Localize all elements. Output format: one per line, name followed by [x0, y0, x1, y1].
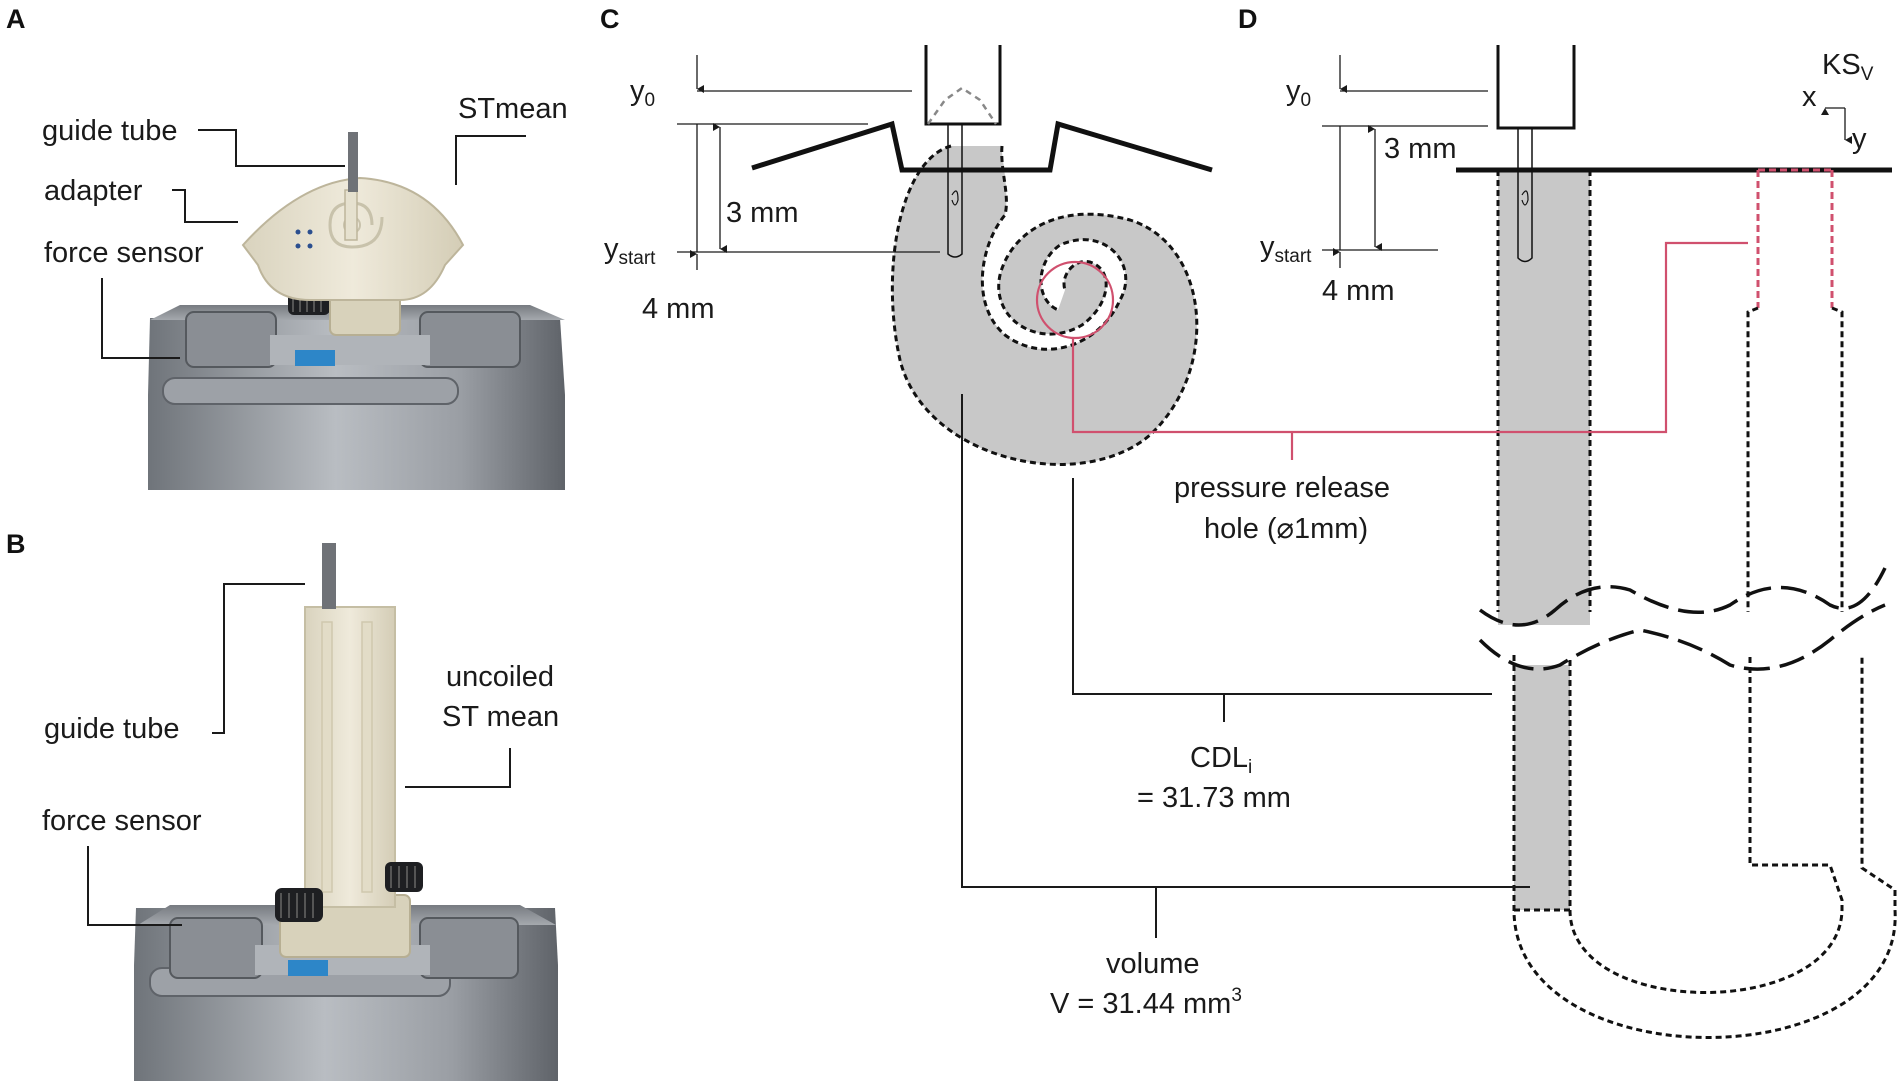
- label-d-axis-y: y: [1852, 123, 1867, 155]
- label-a-force-sensor: force sensor: [44, 237, 204, 269]
- leader-a-adapter: [172, 189, 238, 223]
- label-volume: volume: [1106, 948, 1200, 980]
- label-d-ks: KSV: [1822, 49, 1874, 85]
- photo-a: [148, 132, 565, 490]
- leader-b-guide-tube: [212, 583, 305, 734]
- panel-label-c: C: [600, 4, 620, 34]
- label-d-3mm: 3 mm: [1384, 133, 1457, 165]
- label-d-axis-x: x: [1802, 81, 1817, 113]
- label-pressure-release-1: pressure release: [1174, 472, 1390, 504]
- label-d-ystart: ystart: [1260, 231, 1312, 267]
- uncoiled-volume-lower: [1514, 665, 1570, 910]
- uncoiled-u-outer: [1512, 655, 1897, 1039]
- panel-label-b: B: [6, 529, 26, 559]
- uncoiled-u-inner: [1568, 655, 1844, 994]
- label-b-guide-tube: guide tube: [44, 713, 179, 745]
- label-b-force-sensor: force sensor: [42, 805, 202, 837]
- uncoiled-release-channel: [1756, 168, 1834, 308]
- label-c-ystart: ystart: [604, 233, 656, 269]
- uncoiled-electrode: [1517, 128, 1533, 263]
- leader-a-guide-tube: [198, 129, 345, 167]
- label-cdl: CDLi: [1190, 742, 1252, 778]
- leader-b-force-sensor: [87, 846, 182, 926]
- panel-label-a: A: [6, 4, 26, 34]
- label-b-uncoiled-2: ST mean: [442, 701, 559, 733]
- uncoiled-guide-tube: [1496, 45, 1576, 130]
- panel-label-d: D: [1238, 4, 1258, 34]
- coil-adapter-plate: [751, 120, 1213, 173]
- leader-cdl: [1072, 478, 1492, 695]
- leader-a-force-sensor: [101, 278, 180, 359]
- label-pressure-release-2: hole (⌀1mm): [1204, 513, 1368, 545]
- break-line-lower: [1478, 603, 1886, 671]
- coil-volume: [892, 146, 1197, 465]
- leader-b-uncoiled: [405, 748, 511, 788]
- photo-b: [134, 543, 558, 1081]
- coil-pressure-hole: [1035, 260, 1115, 340]
- break-line-upper: [1478, 567, 1887, 627]
- coil-outline-outer: [890, 144, 1199, 466]
- label-d-4mm: 4 mm: [1322, 275, 1395, 307]
- label-c-3mm: 3 mm: [726, 197, 799, 229]
- label-cdl-value: = 31.73 mm: [1137, 782, 1291, 814]
- label-c-y0: y0: [630, 75, 655, 111]
- label-d-y0: y0: [1286, 75, 1311, 111]
- leader-pressure-release: [1071, 241, 1748, 434]
- label-a-guide-tube: guide tube: [42, 115, 177, 147]
- label-a-adapter: adapter: [44, 175, 143, 207]
- label-b-uncoiled-1: uncoiled: [446, 661, 554, 693]
- label-volume-value: V = 31.44 mm3: [1050, 985, 1242, 1020]
- label-c-4mm: 4 mm: [642, 293, 715, 325]
- uncoiled-volume-upper: [1498, 170, 1590, 625]
- coil-guide-tube: [924, 45, 1002, 126]
- leader-volume: [961, 394, 1530, 888]
- leader-a-stmean: [455, 135, 526, 185]
- label-a-stmean: STmean: [458, 93, 568, 125]
- coil-guide-tip: [926, 86, 998, 125]
- coil-electrode: [947, 124, 963, 258]
